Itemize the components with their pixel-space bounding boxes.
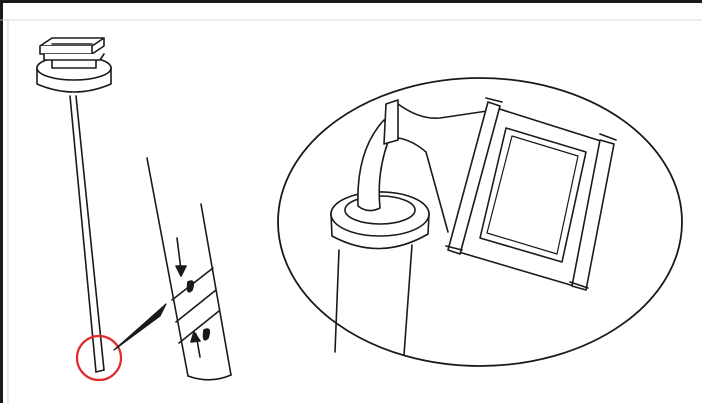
callout-pointer [113,303,167,351]
oil-pouring-detail-icon [277,77,683,367]
highlight-circle [75,334,123,382]
dipstick-icon [36,37,112,373]
dipstick-tip-detail-icon [146,157,232,381]
